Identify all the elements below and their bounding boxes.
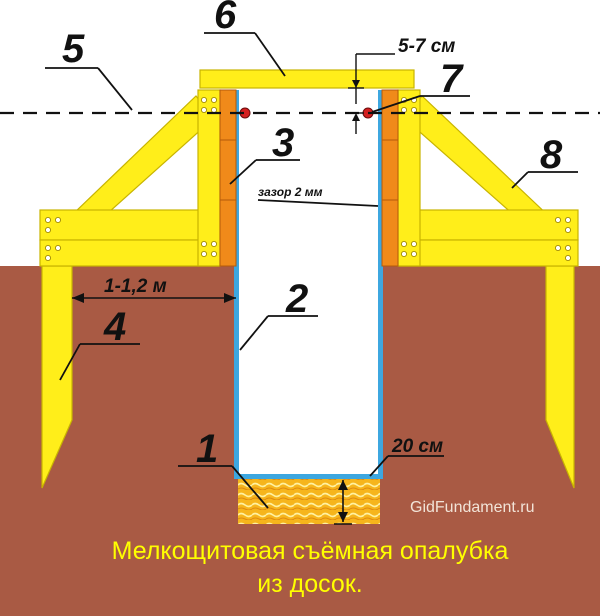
gap-label: 5-7 см: [398, 36, 455, 57]
board-left-lower: [39, 239, 221, 267]
board-left-upper: [39, 209, 221, 241]
label-6: 6: [214, 0, 237, 37]
panel-right: [381, 89, 399, 267]
sand-cushion: [238, 478, 380, 524]
leader-lines: [45, 32, 578, 509]
watermark: GidFundament.ru: [410, 499, 535, 516]
post-left: [197, 89, 221, 267]
label-7: 7: [440, 57, 464, 101]
post-right: [397, 89, 421, 267]
caption-line-2: из досок.: [257, 570, 362, 598]
label-4: 4: [103, 305, 126, 349]
panel-left: [219, 89, 237, 267]
label-5: 5: [62, 27, 85, 71]
board-right-lower: [397, 239, 579, 267]
clearance-label: зазор 2 мм: [258, 185, 323, 199]
label-2: 2: [285, 277, 308, 321]
waterproof-film: [234, 90, 383, 479]
label-8: 8: [540, 133, 563, 177]
width-label: 1-1,2 м: [104, 276, 167, 297]
label-3: 3: [272, 121, 294, 165]
trench: [236, 266, 382, 476]
cushion-label: 20 см: [391, 436, 443, 457]
top-crossbar: [199, 69, 415, 89]
caption-line-1: Мелкощитовая съёмная опалубка: [112, 537, 509, 565]
nail-dots: [44, 96, 572, 262]
board-right-upper: [397, 209, 579, 241]
label-1: 1: [196, 427, 218, 471]
